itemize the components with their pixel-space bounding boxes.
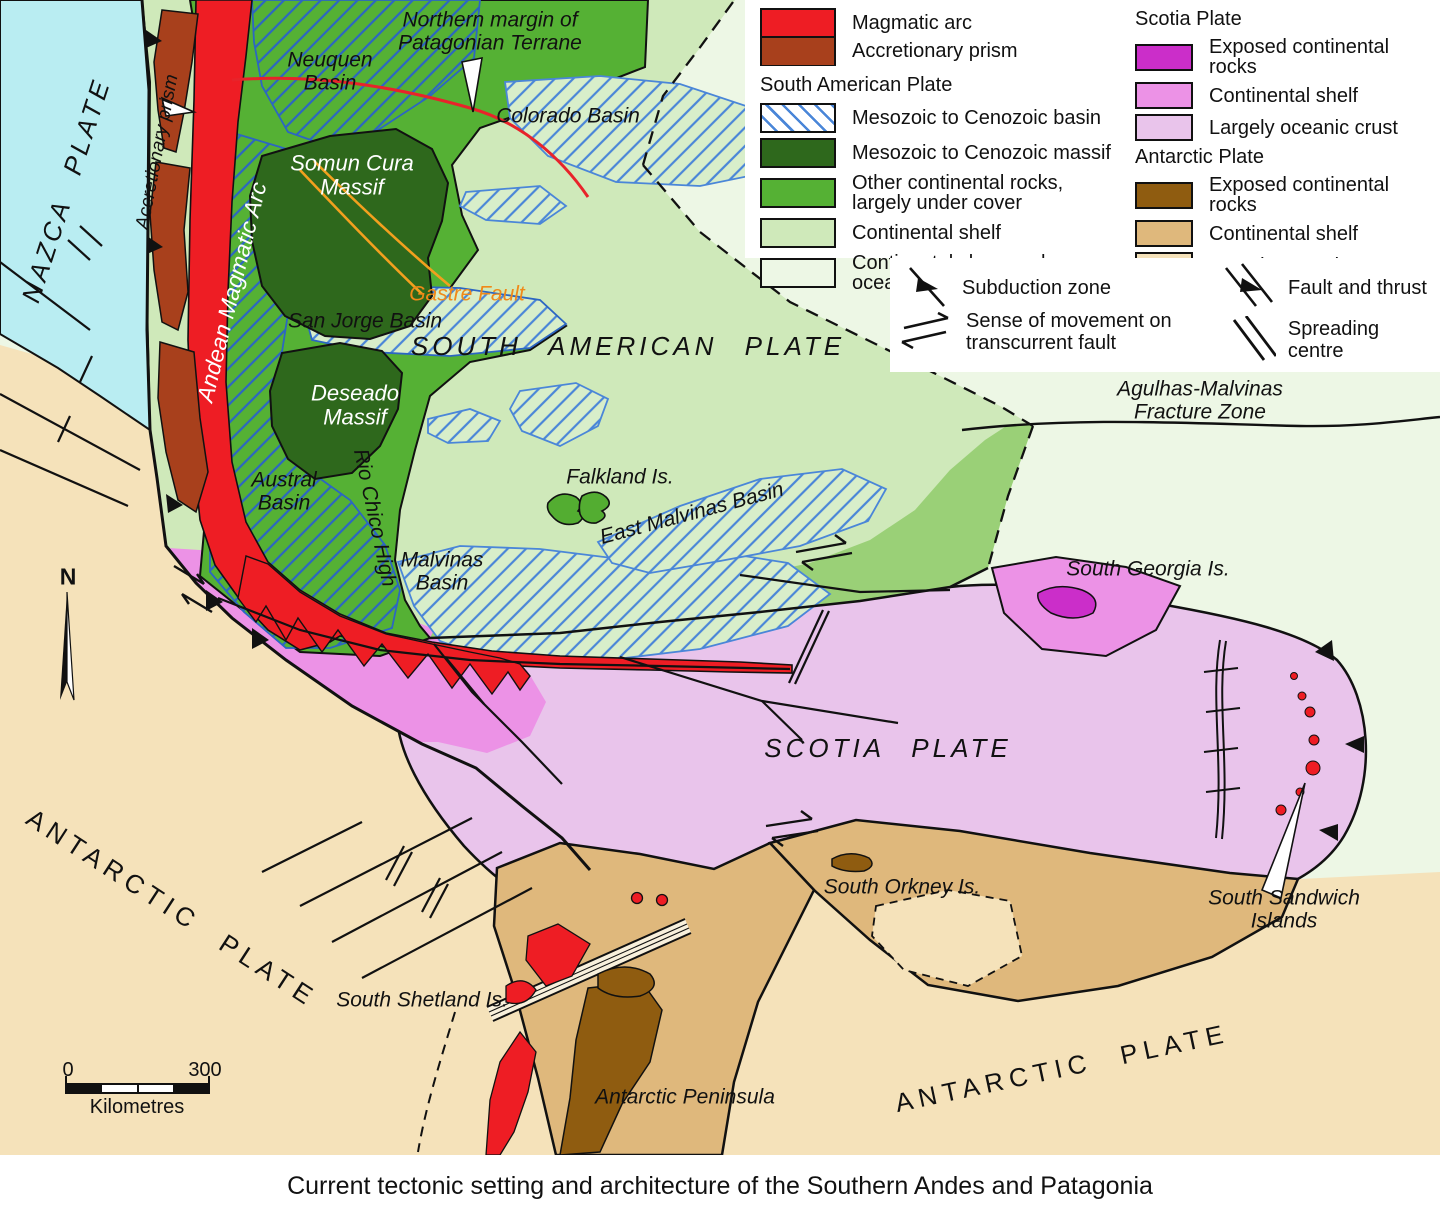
legend-item: Accretionary prism <box>760 36 1160 66</box>
scale-bar <box>65 1083 210 1094</box>
legend-arc-stack: Magmatic arc Accretionary prism <box>760 8 1160 66</box>
continental-rocks-swatch <box>760 178 836 208</box>
legend-symbol: Spreading centre <box>1226 316 1440 364</box>
legend-item-label: Mesozoic to Cenozoic basin <box>852 107 1102 129</box>
scotia-shelf-swatch <box>1135 82 1193 109</box>
legend-item: Continental shelf <box>1135 220 1440 247</box>
legend-panel: Magmatic arc Accretionary prism South Am… <box>745 0 1440 293</box>
scotia-oceanic-swatch <box>1135 114 1193 141</box>
legend-group-title: Antarctic Plate <box>1135 146 1264 168</box>
legend-symbol: Sense of movement on transcurrent fault <box>898 310 1172 354</box>
legend-item-label: Continental shelf <box>1209 84 1358 107</box>
subduction-teeth <box>146 30 1364 841</box>
legend-item-label: Continental shelf <box>852 222 1001 244</box>
massif-swatch <box>760 138 836 168</box>
legend-group-title: South American Plate <box>760 74 953 96</box>
north-scotia-ridge <box>429 566 989 640</box>
legend-group-title: Scotia Plate <box>1135 8 1242 30</box>
gastre-fault-lines <box>299 160 451 295</box>
falkland-islands <box>546 491 610 526</box>
magallanes-fault <box>217 596 791 671</box>
peninsula-magmatic-arc <box>485 891 669 1155</box>
legend-item: Largely oceanic crust <box>1135 114 1440 141</box>
nazca-fracture-zones <box>0 225 103 331</box>
legend-symbol-label: Spreading centre <box>1287 318 1380 362</box>
scotia-faults <box>433 573 951 785</box>
peninsula-shelf-edge-dashed <box>417 1011 456 1153</box>
sa-slope-swatch <box>760 258 836 288</box>
legend-symbol-label: Sense of movement on transcurrent fault <box>966 310 1172 354</box>
transcurrent-arrows <box>173 534 853 847</box>
magmatic-arc-swatch <box>760 8 836 38</box>
shelf-edge-dashed-lines <box>641 1 1035 569</box>
deseado-massif-region <box>268 341 404 481</box>
legend-symbol: Subduction zone <box>902 266 1111 310</box>
legend-item-label: Largely oceanic crust <box>1209 116 1398 139</box>
somun-cura-massif-region <box>248 127 450 341</box>
patagonian-terrane-margin-line <box>231 76 590 198</box>
scale-segment <box>173 1085 208 1092</box>
south-orkney-inner-platform <box>871 889 1024 987</box>
south-orkney-island <box>831 853 873 873</box>
agulhas-malvinas-fracture-line <box>961 415 1440 432</box>
legend-item: Continental shelf <box>1135 82 1440 109</box>
west-scotia-ridge-transforms <box>261 817 533 979</box>
scale-tick <box>65 1076 67 1084</box>
legend-item: Mesozoic to Cenozoic basin <box>760 103 1160 133</box>
legend-column-left: Magmatic arc Accretionary prism South Am… <box>760 8 1160 298</box>
accretionary-prism-swatch <box>760 36 836 66</box>
figure-caption: Current tectonic setting and architectur… <box>287 1172 1153 1200</box>
accretionary-prism-region <box>149 9 209 514</box>
legend-item-label: Mesozoic to Cenozoic massif <box>852 142 1111 164</box>
legend-symbol: Fault and thrust <box>1218 262 1427 314</box>
scale-segment <box>67 1085 102 1092</box>
sandwich-pointer <box>1260 782 1306 900</box>
antarctic-exposed-swatch <box>1135 181 1193 209</box>
transcurrent-fault-icon <box>901 312 949 350</box>
antarctic-shelf-swatch <box>1135 220 1193 247</box>
north-arrow <box>60 591 75 701</box>
legend-item-label: Continental shelf <box>1209 222 1358 245</box>
leader-pointers <box>160 56 1306 900</box>
south-georgia-island <box>1037 585 1097 619</box>
sa-shelf-swatch <box>760 218 836 248</box>
legend-symbols-panel: Subduction zone Sense of movement on tra… <box>890 258 1440 372</box>
legend-item-label: Magmatic arc <box>852 12 973 34</box>
legend-item: Magmatic arc <box>760 8 1160 38</box>
scale-tick <box>208 1076 210 1084</box>
east-scotia-ridge <box>1203 639 1241 840</box>
scale-segment <box>137 1085 174 1092</box>
spreading-centre-icon <box>1232 316 1276 361</box>
scale-segment <box>101 1085 138 1092</box>
terrane-pointer <box>461 56 483 113</box>
scotia-exposed-swatch <box>1135 43 1193 71</box>
legend-item: Other continental rocks, largely under c… <box>760 173 1160 213</box>
antarctic-exposed-rocks <box>559 966 663 1155</box>
chile-ridge-lines <box>0 355 141 508</box>
legend-item-label: Accretionary prism <box>852 40 1018 62</box>
legend-symbol-label: Subduction zone <box>962 277 1112 299</box>
legend-item-label: Other continental rocks, largely under c… <box>852 172 1064 214</box>
falkland-plateau-region <box>430 425 1033 641</box>
legend-item-label: Exposed continental rocks <box>1209 36 1390 78</box>
legend-item-label: Exposed continental rocks <box>1209 174 1390 216</box>
south-sandwich-islands-dots <box>1275 672 1321 816</box>
legend-symbol-label: Fault and thrust <box>1288 277 1427 299</box>
legend-item: Continental shelf <box>760 218 1160 248</box>
prism-pointer <box>160 96 197 117</box>
basin-hatch-swatch <box>760 103 836 133</box>
legend-column-right: Scotia Plate Exposed continental rocks C… <box>1135 4 1440 284</box>
subduction-zone-icon <box>909 267 945 307</box>
legend-item: Exposed continental rocks <box>1135 175 1440 215</box>
legend-item: Exposed continental rocks <box>1135 37 1440 77</box>
fault-thrust-icon <box>1224 263 1274 307</box>
legend-item: Mesozoic to Cenozoic massif <box>760 138 1160 168</box>
